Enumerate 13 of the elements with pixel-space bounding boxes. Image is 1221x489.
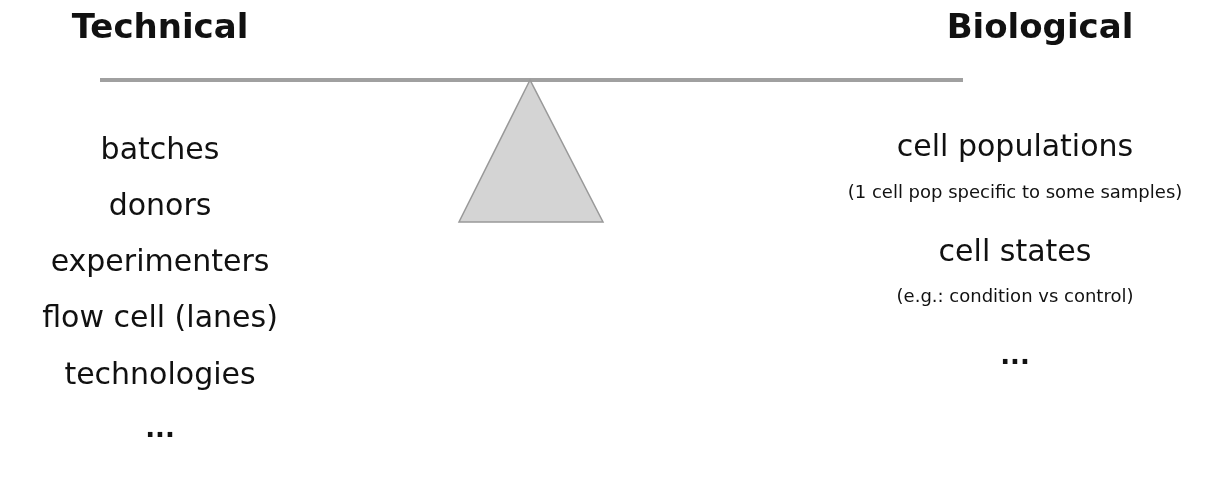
list-item: experimenters [50,243,270,277]
list-item: cell populations [896,128,1134,162]
note: (1 cell pop specific to some samples) [847,182,1183,202]
list-item: technologies [64,356,256,390]
list-item: batches [100,131,220,165]
list-item: cell states [938,233,1092,267]
heading: Biological [946,8,1134,46]
list-item: flow cell (lanes) [42,299,278,333]
list-item: donors [108,187,212,221]
ellipsis: ... [1000,340,1030,370]
ellipsis: ... [145,413,175,443]
note: (e.g.: condition vs control) [896,286,1134,306]
heading: Technical [71,8,249,46]
